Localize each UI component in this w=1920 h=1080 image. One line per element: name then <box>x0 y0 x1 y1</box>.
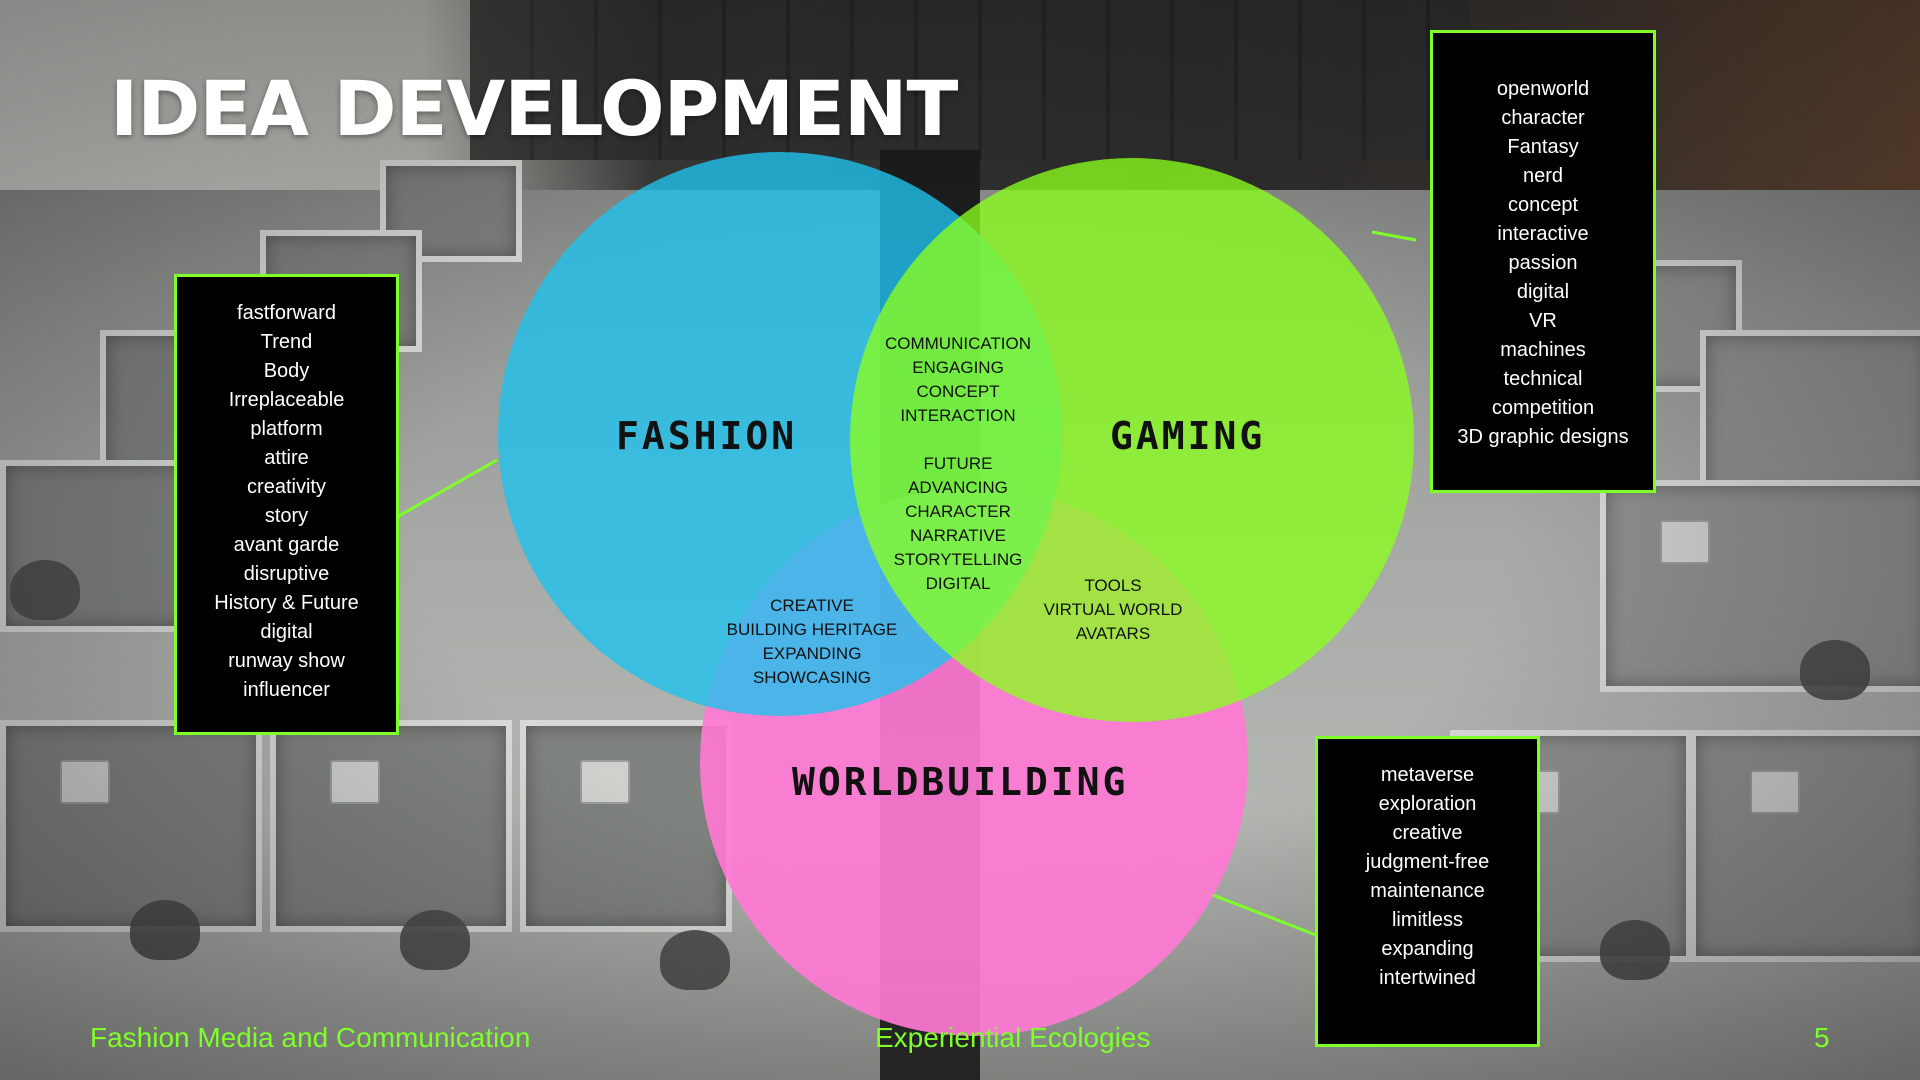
connector-fashion <box>396 458 498 519</box>
worldbuilding-label: WORLDBUILDING <box>792 760 1129 804</box>
overlap-gaming-worldbuilding: TOOLS VIRTUAL WORLD AVATARS <box>1043 576 1183 643</box>
footer-module: Experiential Ecologies <box>875 1022 1151 1053</box>
footer-course: Fashion Media and Communication <box>90 1022 531 1053</box>
page-number: 5 <box>1814 1022 1830 1053</box>
fashion-keywords-box: fastforward Trend Body Irreplaceable pla… <box>174 274 399 735</box>
fashion-label: FASHION <box>616 414 798 458</box>
worldbuilding-keywords-box: metaverse exploration creative judgment-… <box>1315 736 1540 1047</box>
overlap-center: FUTURE ADVANCING CHARACTER NARRATIVE STO… <box>893 454 1023 593</box>
page-title: IDEA DEVELOPMENT <box>110 64 958 153</box>
overlap-fashion-gaming: COMMUNICATION ENGAGING CONCEPT INTERACTI… <box>884 334 1032 425</box>
connector-gaming <box>1371 230 1417 242</box>
overlap-fashion-worldbuilding: CREATIVE BUILDING HERITAGE EXPANDING SHO… <box>726 596 898 687</box>
connector-worldbuilding <box>1199 888 1317 937</box>
gaming-label: GAMING <box>1110 414 1266 458</box>
gaming-circle <box>850 158 1414 722</box>
filing-cabinets <box>470 0 1470 160</box>
gaming-keywords-box: openworld character Fantasy nerd concept… <box>1430 30 1656 493</box>
